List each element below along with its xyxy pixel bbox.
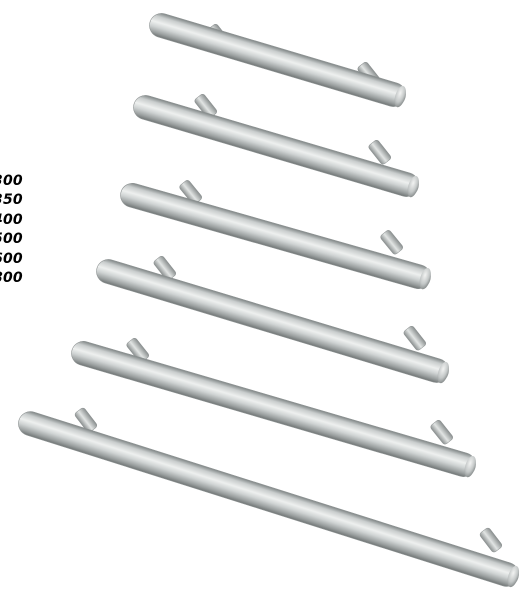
handle-bar [71,341,476,477]
size-label-600: 600 [0,250,23,267]
handle-leg [479,527,503,553]
handle-end-cap [407,175,419,198]
size-label-300: 300 [0,173,23,189]
handle-300 [149,13,406,108]
handle-400 [120,180,431,290]
size-label-400: 400 [0,211,23,228]
size-label-350: 350 [0,192,23,209]
handle-end-cap [507,565,520,588]
handle-bar [18,411,519,587]
size-label-500: 500 [0,231,23,248]
handle-leg [380,230,403,255]
handle-leg [153,255,176,281]
handle-bar [149,13,406,107]
handle-800 [18,407,520,588]
handle-leg [430,420,453,445]
handle-leg [403,325,426,351]
handle-leg [74,407,98,433]
size-label-list: 300 350 400 500 600 800 [0,172,23,288]
size-label-800: 800 [0,270,23,287]
handle-end-cap [394,85,406,108]
handle-end-cap [437,361,449,384]
handle-500 [96,255,449,384]
handle-600 [71,338,476,478]
handle-bar [96,259,449,383]
handle-leg [368,140,391,165]
handle-end-cap [419,267,431,290]
handle-end-cap [464,455,476,478]
handle-350 [133,94,419,198]
